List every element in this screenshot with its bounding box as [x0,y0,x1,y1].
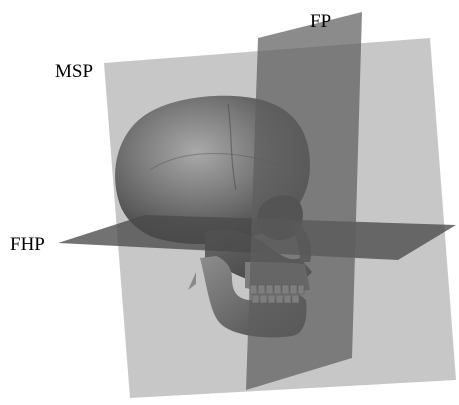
fp-label: FP [310,11,331,32]
frontal-plane [246,12,362,390]
msp-label: MSP [55,61,93,82]
fhp-label: FHP [10,234,45,255]
